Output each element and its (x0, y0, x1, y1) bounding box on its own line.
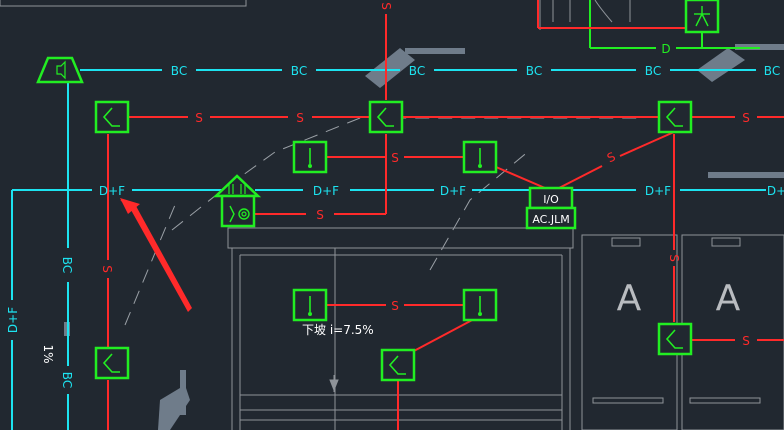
bc-label-vertical: BC (60, 372, 74, 388)
s-label: S (195, 111, 203, 125)
device-code-label: AC.JLM (532, 213, 569, 226)
df-label: D+F (767, 184, 784, 198)
manual-call-point-icon[interactable] (368, 100, 404, 134)
green-cable-layer (589, 0, 760, 49)
percent-label: 1% (41, 344, 55, 363)
s-label: S (605, 149, 618, 165)
bc-label: BC (171, 64, 187, 78)
manual-call-point-icon[interactable] (657, 100, 693, 134)
annotation-arrow (120, 198, 192, 312)
bc-label: BC (526, 64, 542, 78)
speaker-icon[interactable] (36, 56, 84, 84)
df-label-vertical: D+F (6, 307, 20, 333)
s-label: S (742, 111, 750, 125)
smoke-detector-icon[interactable] (292, 140, 328, 174)
s-label: S (316, 208, 324, 222)
d-label: D (661, 42, 670, 56)
df-label: D+F (645, 184, 671, 198)
df-label: D+F (99, 184, 125, 198)
zone-label-a: A (617, 278, 642, 319)
io-ratio-label: I/O (543, 193, 559, 206)
zone-label-a: A (716, 278, 741, 319)
s-label: S (742, 334, 750, 348)
manual-call-point-icon[interactable] (380, 348, 416, 382)
device-labels: I/O AC.JLM 下坡 i=7.5% A A (302, 193, 741, 337)
cyan-cable-layer (11, 69, 766, 430)
bc-label: BC (764, 64, 780, 78)
cable-labels: BC BC BC BC BC BC D+F D+F D+F D+F D+F BC… (6, 2, 784, 388)
smoke-detector-icon[interactable] (462, 140, 498, 174)
manual-call-point-icon[interactable] (94, 100, 130, 134)
house-alarm-icon[interactable] (212, 174, 262, 228)
bc-label: BC (291, 64, 307, 78)
smoke-detector-icon[interactable] (462, 288, 498, 322)
top-right-device-icon[interactable] (684, 0, 720, 34)
df-label: D+F (440, 184, 466, 198)
s-label: S (296, 111, 304, 125)
smoke-detector-icon[interactable] (292, 288, 328, 322)
devices-layer (36, 0, 720, 382)
manual-call-point-icon[interactable] (657, 322, 693, 356)
s-label: S (391, 299, 399, 313)
bc-label-vertical: BC (60, 257, 74, 273)
bc-label: BC (409, 64, 425, 78)
red-cable-layer (107, 0, 784, 430)
s-label-vertical: S (100, 265, 114, 273)
slope-note: 下坡 i=7.5% (302, 323, 374, 337)
df-label: D+F (313, 184, 339, 198)
io-module-icon[interactable] (525, 186, 577, 230)
s-label: S (391, 151, 399, 165)
s-label-vertical: S (667, 254, 681, 262)
s-label-vertical: S (379, 2, 393, 10)
bc-label: BC (645, 64, 661, 78)
manual-call-point-icon[interactable] (94, 346, 130, 380)
